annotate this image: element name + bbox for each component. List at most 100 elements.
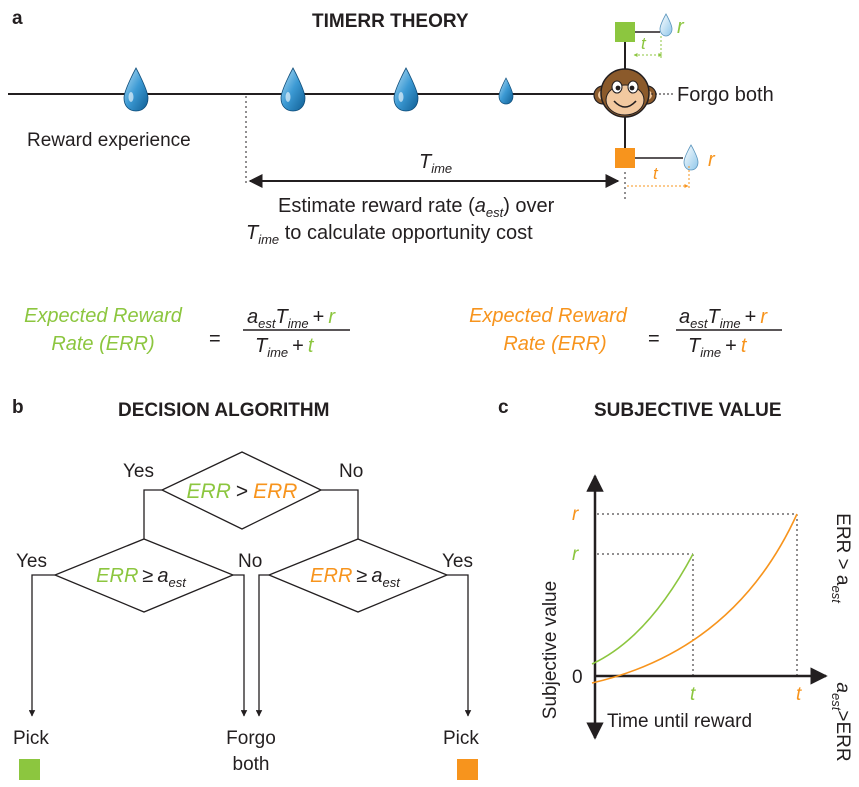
time-window-symbol-2: T <box>246 222 260 244</box>
den-plus-o: + <box>725 335 737 357</box>
green-square-icon <box>19 759 40 780</box>
pick-orange-label: Pick <box>443 728 479 749</box>
left-no-label: No <box>238 551 262 572</box>
green-delay-symbol: t <box>641 34 647 53</box>
top-no-label: No <box>339 461 363 482</box>
right-diamond-est: est <box>383 575 402 590</box>
denominator-green: Time +t <box>255 335 315 360</box>
num-r-o: r <box>760 306 768 328</box>
right-yes-label: Yes <box>442 551 473 572</box>
panel-a-letter: a <box>12 8 23 29</box>
r-orange-label: r <box>572 504 579 525</box>
top-decision-diamond <box>160 451 323 530</box>
num-plus: + <box>313 306 325 328</box>
top-diamond-right: ERR <box>253 480 297 503</box>
right-diamond-label: ERR≥aest <box>310 565 401 590</box>
err-equation-orange: Expected Reward Rate (ERR) = aestTime+r … <box>469 305 782 360</box>
aest-greater-rest: >ERR <box>832 710 853 761</box>
reward-experience-label: Reward experience <box>27 130 191 151</box>
num-a: a <box>247 306 258 328</box>
subjective-value-curve-green <box>591 553 694 665</box>
right-diamond-a: a <box>371 565 382 587</box>
num-T: T <box>275 306 289 328</box>
left-diamond-err: ERR <box>96 565 138 587</box>
right-decision-diamond <box>267 538 449 613</box>
water-drop-icon <box>683 144 699 171</box>
orange-reward-symbol: r <box>708 149 716 171</box>
t-orange-label: t <box>796 684 802 705</box>
left-yes-arrow <box>28 574 55 717</box>
denominator-orange: Time+t <box>688 335 748 360</box>
subjective-value-curve-orange <box>591 513 798 684</box>
den-T: T <box>255 335 269 357</box>
left-decision-diamond <box>53 538 235 613</box>
num-ime-o: ime <box>720 316 741 331</box>
estimate-line-1-post: ) over <box>503 195 554 217</box>
den-ime: ime <box>267 345 288 360</box>
aest-greater-a: a <box>832 682 853 693</box>
num-ime: ime <box>288 316 309 331</box>
err-greater-label: ERR > aest <box>829 513 853 604</box>
panel-c-letter: c <box>498 397 509 418</box>
err-greater-main: ERR > a <box>832 513 853 586</box>
equals-green: = <box>209 328 221 350</box>
panel-c-title: SUBJECTIVE VALUE <box>594 400 782 421</box>
water-drop-icon <box>498 77 514 105</box>
orange-delay-symbol: t <box>653 164 659 183</box>
estimate-line-1: Estimate reward rate (aest) over <box>278 195 555 220</box>
time-window-symbol: T <box>419 151 433 173</box>
err-label-green-line-1: Expected Reward <box>24 305 183 327</box>
den-plus: + <box>292 335 304 357</box>
right-yes-arrow <box>447 574 472 717</box>
num-est-o: est <box>690 316 709 331</box>
a-est-sub: est <box>486 205 505 220</box>
panel-b: b DECISION ALGORITHM ERR>ERR Yes No ERR≥… <box>12 397 479 780</box>
err-greater-sub: est <box>829 586 844 605</box>
err-label-orange-line-2: Rate (ERR) <box>503 333 606 355</box>
panel-c: c SUBJECTIVE VALUE Subjective value Time… <box>498 397 853 762</box>
top-diamond-left: ERR <box>187 480 231 503</box>
left-diamond-a: a <box>157 565 168 587</box>
err-equation-green: Expected Reward Rate (ERR) = aestTime+r … <box>24 305 350 360</box>
water-drop-icon <box>393 67 419 112</box>
time-window-sub: ime <box>431 161 452 176</box>
a-symbol: a <box>475 195 486 217</box>
top-diamond-op: > <box>236 480 248 503</box>
panel-a-title: TIMERR THEORY <box>312 11 469 32</box>
panel-b-title: DECISION ALGORITHM <box>118 400 329 421</box>
num-r: r <box>328 306 336 328</box>
err-label-orange-line-1: Expected Reward <box>469 305 628 327</box>
green-square-icon <box>615 22 635 42</box>
forgo-label-line-1: Forgo <box>226 728 276 749</box>
den-t: t <box>308 335 315 357</box>
zero-label: 0 <box>572 667 583 688</box>
left-yes-label: Yes <box>16 551 47 572</box>
orange-square-icon <box>615 148 635 168</box>
top-diamond-label: ERR>ERR <box>187 480 298 503</box>
num-T-o: T <box>707 306 721 328</box>
top-yes-label: Yes <box>123 461 154 482</box>
y-axis-label: Subjective value <box>540 581 561 719</box>
time-window-sub-2: ime <box>258 232 279 247</box>
panel-b-letter: b <box>12 397 24 418</box>
right-diamond-geq: ≥ <box>356 565 367 587</box>
forgo-label-line-2: both <box>233 754 270 775</box>
r-green-label: r <box>572 544 579 565</box>
orange-square-icon <box>457 759 478 780</box>
estimate-line-2: Time to calculate opportunity cost <box>246 222 533 247</box>
water-drop-icon <box>123 67 149 112</box>
num-plus-o: + <box>745 306 757 328</box>
den-ime-o: ime <box>700 345 721 360</box>
left-diamond-geq: ≥ <box>142 565 153 587</box>
monkey-face-icon <box>593 68 657 118</box>
panel-a: a TIMERR THEORY Reward experience Time E… <box>8 8 782 360</box>
water-drop-icon <box>659 13 673 37</box>
left-no-arrow <box>233 574 248 717</box>
pick-green-label: Pick <box>13 728 49 749</box>
t-green-label: t <box>690 684 696 705</box>
numerator-green: aestTime +r <box>247 306 336 331</box>
num-est: est <box>258 316 277 331</box>
den-t-o: t <box>741 335 748 357</box>
